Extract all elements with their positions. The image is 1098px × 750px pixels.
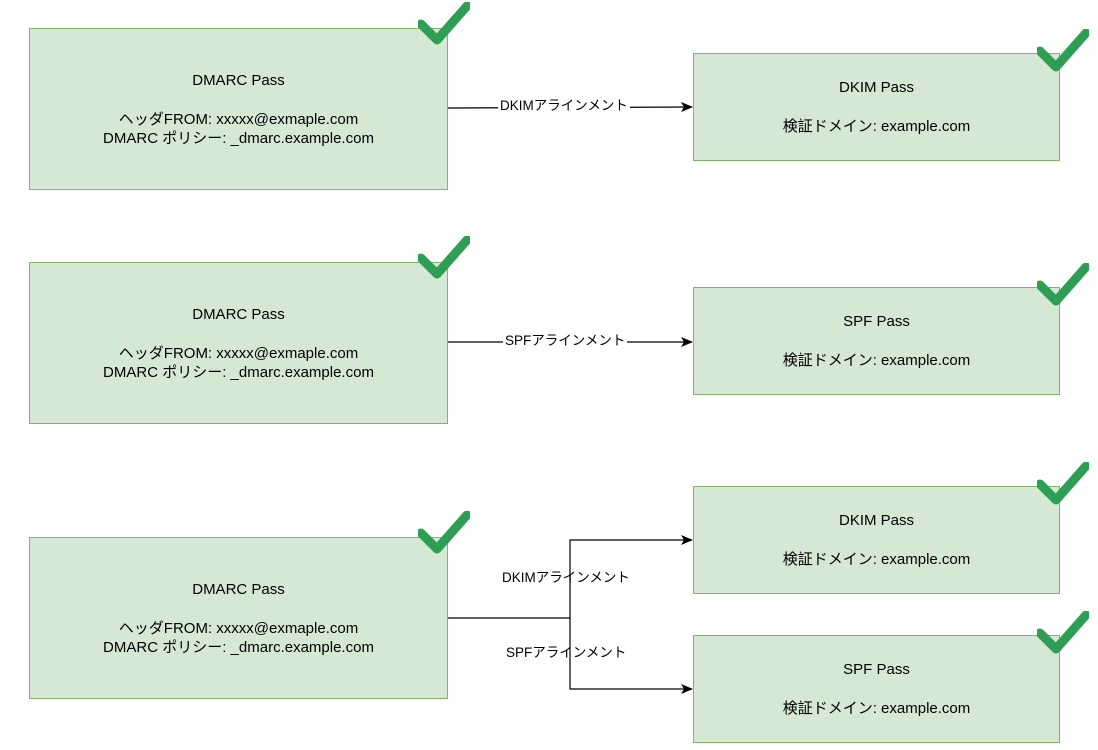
edge-spf-alignment-3 <box>569 618 693 694</box>
dkim-pass-title: DKIM Pass <box>838 512 914 529</box>
checkmark-icon <box>418 236 470 279</box>
checkmark-icon <box>418 2 470 45</box>
dmarc-policy-text: DMARC ポリシー: _dmarc.example.com <box>103 638 374 656</box>
edge-label-spf-alignment-2: SPFアラインメント <box>503 333 628 349</box>
verified-domain-text: 検証ドメイン: example.com <box>782 551 971 568</box>
verified-domain-text: 検証ドメイン: example.com <box>782 118 971 135</box>
spf-pass-box-3: SPF Pass 検証ドメイン: example.com <box>693 635 1060 743</box>
checkmark-icon <box>1037 263 1089 306</box>
spf-pass-box-2: SPF Pass 検証ドメイン: example.com <box>693 287 1060 395</box>
dmarc-pass-title: DMARC Pass <box>192 305 285 323</box>
edge-label-dkim-alignment-3: DKIMアラインメント <box>502 570 630 585</box>
checkmark-icon <box>1037 462 1089 505</box>
dmarc-pass-box-1: DMARC Pass ヘッダFROM: xxxxx@exmaple.com DM… <box>29 28 448 190</box>
dmarc-pass-title: DMARC Pass <box>192 71 285 89</box>
header-from-text: ヘッダFROM: xxxxx@exmaple.com <box>118 344 359 362</box>
dkim-pass-box-1: DKIM Pass 検証ドメイン: example.com <box>693 53 1060 161</box>
checkmark-icon <box>1037 611 1089 654</box>
header-from-text: ヘッダFROM: xxxxx@exmaple.com <box>118 110 359 128</box>
dkim-pass-title: DKIM Pass <box>838 79 914 96</box>
checkmark-icon <box>1037 29 1089 72</box>
edge-label-dkim-alignment-1: DKIMアラインメント <box>498 98 630 114</box>
dmarc-policy-text: DMARC ポリシー: _dmarc.example.com <box>103 363 374 381</box>
verified-domain-text: 検証ドメイン: example.com <box>782 700 971 717</box>
edge-label-spf-alignment-3: SPFアラインメント <box>506 645 627 660</box>
dmarc-pass-box-2: DMARC Pass ヘッダFROM: xxxxx@exmaple.com DM… <box>29 262 448 424</box>
dkim-pass-box-3: DKIM Pass 検証ドメイン: example.com <box>693 486 1060 594</box>
dmarc-pass-box-3: DMARC Pass ヘッダFROM: xxxxx@exmaple.com DM… <box>29 537 448 699</box>
dmarc-pass-title: DMARC Pass <box>192 580 285 598</box>
dmarc-policy-text: DMARC ポリシー: _dmarc.example.com <box>103 129 374 147</box>
verified-domain-text: 検証ドメイン: example.com <box>782 352 971 369</box>
checkmark-icon <box>418 511 470 554</box>
spf-pass-title: SPF Pass <box>843 313 910 330</box>
edge-dkim-alignment-3 <box>448 535 693 619</box>
header-from-text: ヘッダFROM: xxxxx@exmaple.com <box>118 619 359 637</box>
spf-pass-title: SPF Pass <box>843 661 910 678</box>
